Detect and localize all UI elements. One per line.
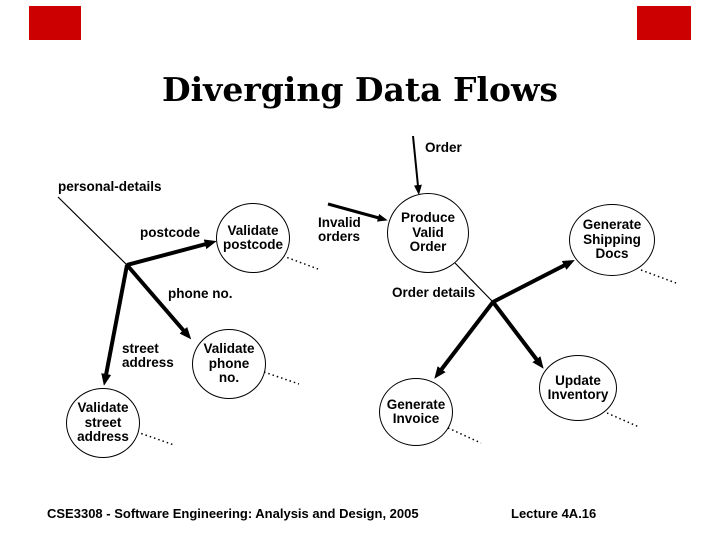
- process-generate-shipping-docs: Generate Shipping Docs: [569, 204, 655, 276]
- flow-label-postcode: postcode: [140, 225, 201, 240]
- process-validate-street-address: Validate street address: [66, 388, 140, 458]
- shipping-docs-flow-arrow: [492, 259, 575, 304]
- street-address-flow-arrow: [101, 264, 129, 386]
- process-validate-postcode: Validate postcode: [216, 203, 290, 273]
- invalid-orders-arrow: [327, 202, 388, 222]
- process-validate-phone-no: Validate phone no.: [192, 329, 266, 399]
- order-flow-arrow: [412, 135, 422, 195]
- validate-street-dotted-line: [136, 431, 175, 446]
- validate-postcode-dotted-line: [282, 255, 319, 270]
- process-update-inventory: Update Inventory: [539, 355, 617, 421]
- footer-course-info: CSE3308 - Software Engineering: Analysis…: [47, 506, 419, 521]
- postcode-flow-arrow: [126, 239, 217, 267]
- red-accent-left: [29, 6, 81, 40]
- process-produce-valid-order: Produce Valid Order: [387, 193, 469, 273]
- footer-lecture-number: Lecture 4A.16: [511, 506, 597, 521]
- update-inventory-dotted-line: [606, 412, 640, 428]
- process-generate-invoice: Generate Invoice: [379, 378, 453, 446]
- flow-label-phone-no: phone no.: [168, 286, 233, 301]
- flow-label-order-details: Order details: [392, 285, 476, 300]
- validate-phone-dotted-line: [263, 371, 300, 385]
- flow-label-order: Order: [425, 140, 462, 155]
- red-accent-right: [637, 6, 691, 40]
- phone-no-flow-arrow: [125, 263, 192, 340]
- flow-label-invalid-orders: Invalid orders: [318, 215, 361, 244]
- update-inventory-flow-arrow: [491, 300, 544, 369]
- flow-label-street-address: street address: [122, 341, 174, 370]
- flow-label-personal-details: personal-details: [58, 179, 162, 194]
- order-details-line: [454, 262, 494, 303]
- shipping-docs-dotted-line: [640, 269, 677, 284]
- personal-details-line: [57, 196, 128, 266]
- generate-invoice-dotted-line: [447, 427, 482, 444]
- generate-invoice-flow-arrow: [434, 300, 495, 379]
- page-title: Diverging Data Flows: [162, 70, 558, 109]
